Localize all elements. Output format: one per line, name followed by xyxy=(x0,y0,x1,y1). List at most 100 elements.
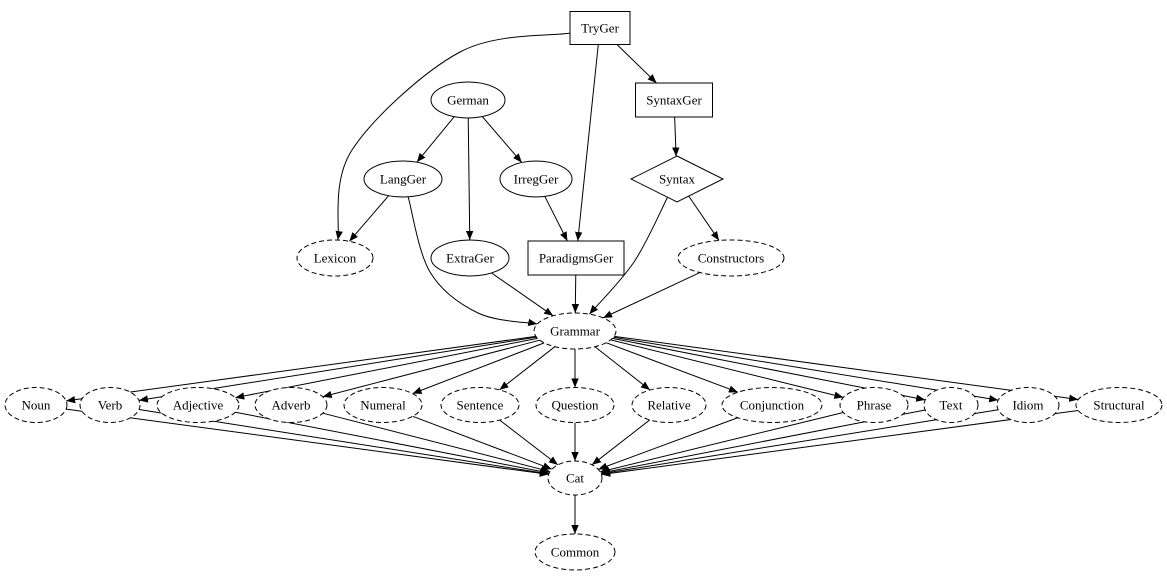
edge-Sentence-Cat xyxy=(499,419,559,466)
node-label: ExtraGer xyxy=(446,251,494,266)
node-shape-ellipse xyxy=(923,387,979,423)
node-shape-ellipse xyxy=(996,387,1060,423)
node-Sentence: Sentence xyxy=(440,387,520,423)
node-label: German xyxy=(447,93,489,108)
edge-Structural-Cat xyxy=(601,409,1079,477)
node-TryGer: TryGer xyxy=(569,11,631,45)
node-ParadigmsGer: ParadigmsGer xyxy=(527,240,625,276)
node-Structural: Structural xyxy=(1075,387,1163,423)
node-shape-ellipse xyxy=(547,460,603,496)
node-shape-ellipse xyxy=(296,239,374,277)
node-SyntaxGer: SyntaxGer xyxy=(635,82,713,118)
node-label: Common xyxy=(551,545,600,560)
node-Question: Question xyxy=(535,387,615,423)
node-label: Noun xyxy=(22,398,51,413)
node-shape-ellipse xyxy=(430,239,510,277)
edge-German-LangGer xyxy=(416,116,455,163)
node-shape-ellipse xyxy=(535,387,615,423)
edge-Grammar-Conjunction xyxy=(605,342,739,393)
node-label: ParadigmsGer xyxy=(539,251,614,266)
node-label: Structural xyxy=(1093,398,1145,413)
node-label: IrregGer xyxy=(514,172,559,187)
node-shape-ellipse xyxy=(79,387,141,423)
node-shape-ellipse xyxy=(343,387,423,423)
edge-TryGer-ParadigmsGer xyxy=(575,44,599,242)
node-label: Phrase xyxy=(857,398,892,413)
node-label: Conjunction xyxy=(740,398,805,413)
node-label: Sentence xyxy=(457,398,504,413)
node-label: Syntax xyxy=(659,172,696,187)
node-IrregGer: IrregGer xyxy=(499,160,573,198)
node-label: Idiom xyxy=(1012,398,1043,413)
node-label: Numeral xyxy=(360,398,406,413)
node-shape-rect xyxy=(635,82,713,118)
edge-Adverb-Cat xyxy=(322,412,551,473)
edge-Noun-Cat xyxy=(66,408,549,477)
node-shape-diamond xyxy=(629,155,725,203)
edge-SyntaxGer-Syntax xyxy=(672,116,680,157)
edge-ParadigmsGer-Grammar xyxy=(571,274,580,314)
node-Adjective: Adjective xyxy=(156,387,240,423)
node-shape-rect xyxy=(527,240,625,276)
edge-Grammar-Idiom xyxy=(613,336,999,403)
node-Constructors: Constructors xyxy=(677,239,785,277)
node-label: Adjective xyxy=(173,398,224,413)
edge-Grammar-Relative xyxy=(594,346,651,391)
node-label: Constructors xyxy=(698,251,764,266)
node-label: Question xyxy=(552,398,599,413)
node-shape-rect xyxy=(569,11,631,45)
edge-Phrase-Cat xyxy=(600,412,844,474)
node-Common: Common xyxy=(534,533,616,571)
node-Numeral: Numeral xyxy=(343,387,423,423)
edge-Grammar-Phrase xyxy=(610,339,844,399)
node-Grammar: Grammar xyxy=(533,312,617,350)
node-Noun: Noun xyxy=(4,387,68,423)
node-shape-ellipse xyxy=(254,387,328,423)
edge-TryGer-SyntaxGer xyxy=(616,44,657,84)
node-Text: Text xyxy=(923,387,979,423)
node-shape-ellipse xyxy=(430,81,506,119)
node-LangGer: LangGer xyxy=(363,160,443,198)
node-label: Lexicon xyxy=(314,251,357,266)
edge-Conjunction-Cat xyxy=(598,417,738,470)
node-German: German xyxy=(430,81,506,119)
node-shape-ellipse xyxy=(1075,387,1163,423)
node-label: SyntaxGer xyxy=(646,93,702,108)
node-shape-ellipse xyxy=(631,387,707,423)
node-Lexicon: Lexicon xyxy=(296,239,374,277)
edge-ExtraGer-Grammar xyxy=(491,272,554,317)
edge-Syntax-Grammar xyxy=(589,197,668,315)
edge-LangGer-Lexicon xyxy=(348,195,389,242)
node-label: LangGer xyxy=(380,172,427,187)
edge-Idiom-Cat xyxy=(601,409,999,477)
node-shape-ellipse xyxy=(363,160,443,198)
node-Conjunction: Conjunction xyxy=(721,387,823,423)
node-Syntax: Syntax xyxy=(629,155,725,203)
node-label: Adverb xyxy=(272,398,311,413)
edge-Relative-Cat xyxy=(591,419,651,466)
node-shape-ellipse xyxy=(721,387,823,423)
edge-Grammar-Noun xyxy=(66,335,536,404)
edge-Grammar-Adverb xyxy=(322,339,540,399)
node-shape-ellipse xyxy=(156,387,240,423)
node-shape-ellipse xyxy=(839,387,909,423)
node-shape-ellipse xyxy=(4,387,68,423)
edge-TryGer-Lexicon xyxy=(335,32,571,241)
edge-IrregGer-ParadigmsGer xyxy=(544,196,568,242)
edge-Constructors-Grammar xyxy=(602,272,701,319)
node-label: TryGer xyxy=(581,21,619,36)
node-label: Grammar xyxy=(550,324,600,339)
node-Cat: Cat xyxy=(547,460,603,496)
node-Verb: Verb xyxy=(79,387,141,423)
edge-German-ExtraGer xyxy=(465,117,474,241)
node-ExtraGer: ExtraGer xyxy=(430,239,510,277)
edge-layer xyxy=(66,32,1079,534)
node-shape-ellipse xyxy=(534,533,616,571)
node-Idiom: Idiom xyxy=(996,387,1060,423)
node-label: Cat xyxy=(566,471,584,486)
edge-Grammar-Sentence xyxy=(499,346,556,391)
node-label: Text xyxy=(940,398,963,413)
